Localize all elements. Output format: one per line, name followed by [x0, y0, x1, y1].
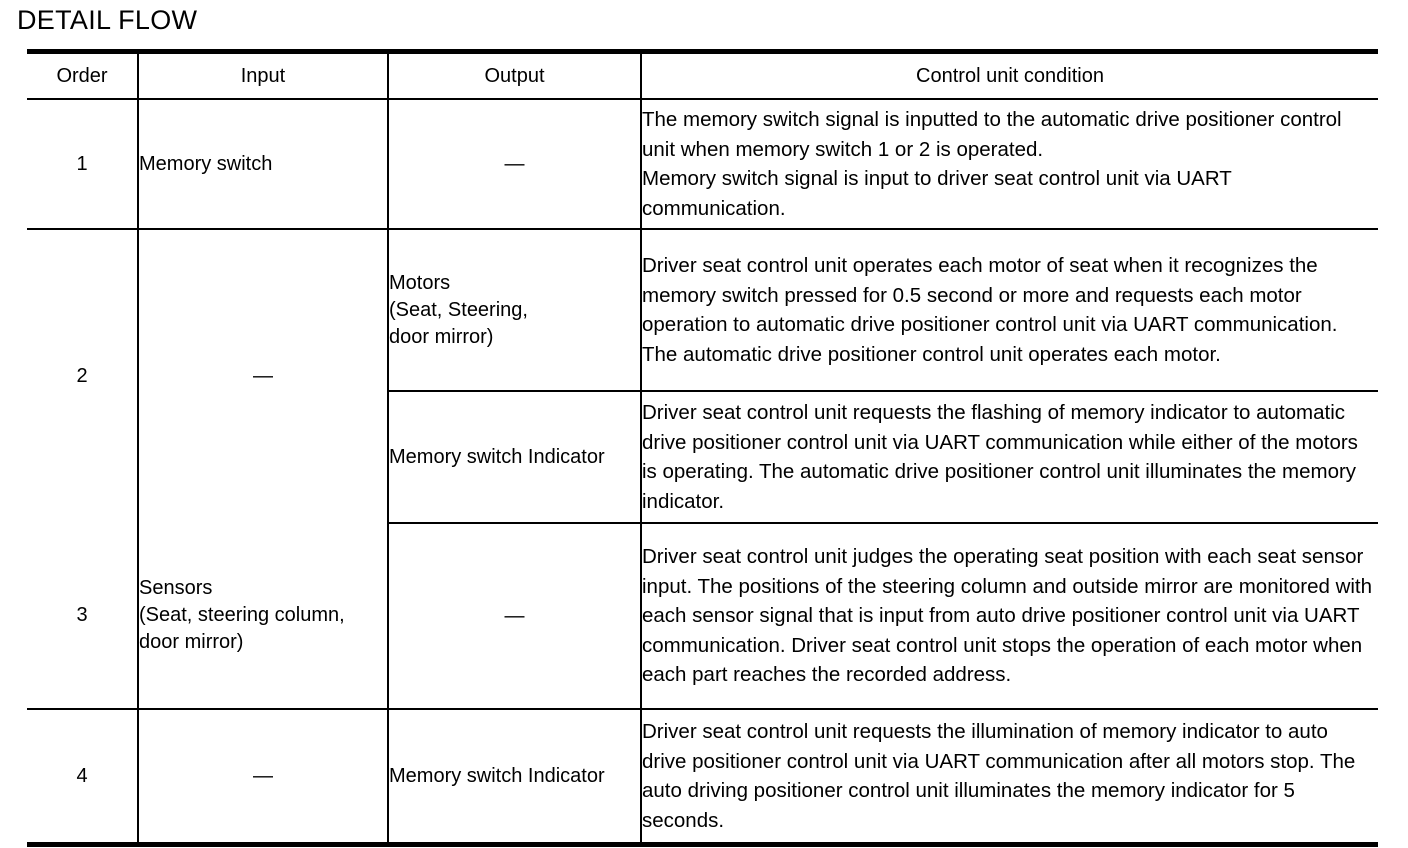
table-row: 4 — Memory switch Indicator Driver seat …: [27, 709, 1378, 847]
table-row: Memory switch Indicator Driver seat cont…: [27, 390, 1378, 524]
table-row: 2 — Motors(Seat, Steering,door mirror) D…: [27, 229, 1378, 523]
cell-output-1: —: [387, 99, 642, 230]
column-header-order: Order: [27, 49, 139, 100]
table-row: 3 Sensors(Seat, steering column, door mi…: [27, 523, 1378, 710]
cell-order-3: 3: [27, 523, 139, 710]
cell-condition-1: The memory switch signal is inputted to …: [640, 99, 1378, 230]
cell-order-1: 1: [27, 99, 139, 230]
detail-flow-table: Order Input Output Control unit conditio…: [27, 49, 1378, 847]
table-header-row: Order Input Output Control unit conditio…: [27, 49, 1378, 100]
column-header-input: Input: [137, 49, 389, 100]
cell-condition-2a: Driver seat control unit operates each m…: [640, 229, 1378, 391]
column-header-condition: Control unit condition: [640, 49, 1378, 100]
cell-output-2a: Motors(Seat, Steering,door mirror): [387, 229, 642, 391]
cell-condition-3: Driver seat control unit judges the oper…: [640, 523, 1378, 710]
cell-input-2: —: [137, 229, 389, 523]
cell-output-3: —: [387, 523, 642, 710]
cell-condition-4: Driver seat control unit requests the il…: [640, 709, 1378, 847]
cell-input-1: Memory switch: [137, 99, 389, 230]
cell-output-4: Memory switch Indicator: [387, 709, 642, 847]
page-title: DETAIL FLOW: [17, 5, 198, 35]
cell-condition-2b: Driver seat control unit requests the fl…: [640, 390, 1378, 524]
column-header-output: Output: [387, 49, 642, 100]
cell-order-2: 2: [27, 229, 139, 523]
cell-order-4: 4: [27, 709, 139, 847]
cell-input-4: —: [137, 709, 389, 847]
cell-input-3: Sensors(Seat, steering column, door mirr…: [137, 523, 389, 710]
table-row: 1 Memory switch — The memory switch sign…: [27, 99, 1378, 230]
cell-output-2b: Memory switch Indicator: [387, 390, 642, 524]
